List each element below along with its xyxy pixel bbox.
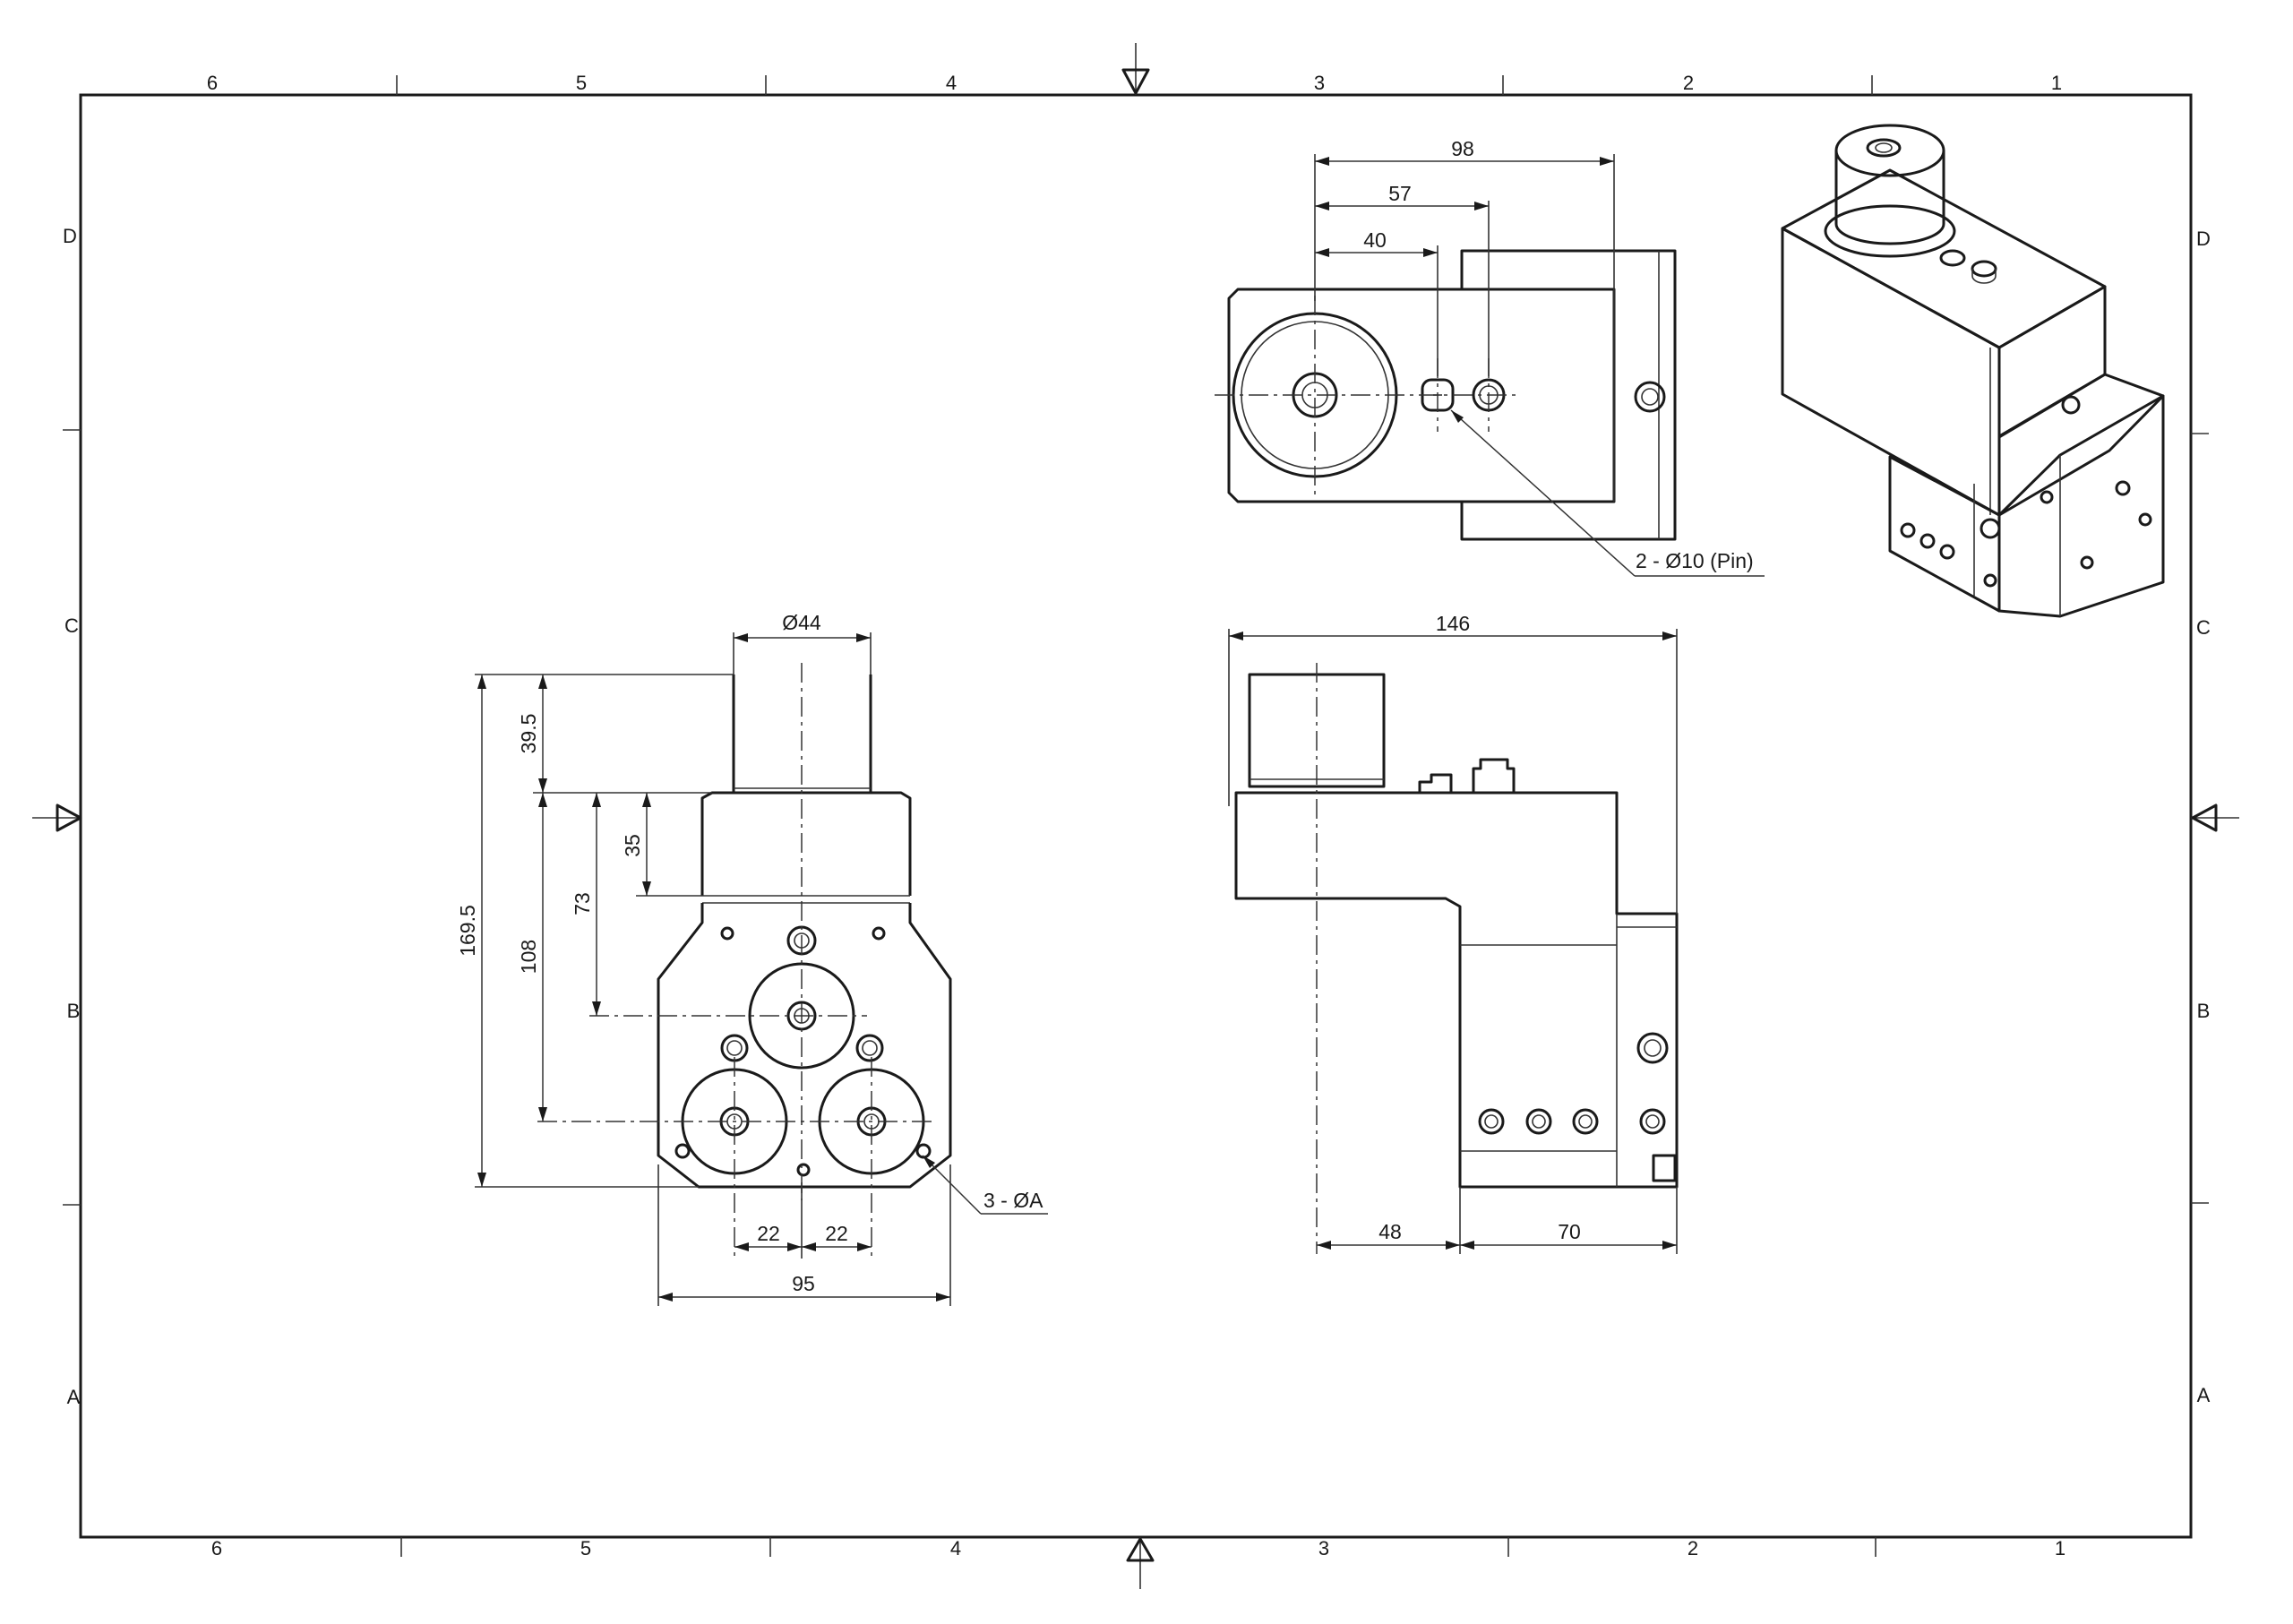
hole-callout: 3 - ØA xyxy=(983,1189,1043,1212)
isometric-view xyxy=(1781,124,2165,618)
zone-bottom-4: 4 xyxy=(950,1537,961,1560)
dim-169-5: 169.5 xyxy=(456,905,479,957)
zone-top-2: 2 xyxy=(1683,72,1694,94)
dim-146: 146 xyxy=(1436,612,1470,635)
dim-95: 95 xyxy=(792,1272,815,1295)
zone-left-A: A xyxy=(67,1386,81,1408)
zone-left-B: B xyxy=(67,1000,81,1022)
centering-mark-left xyxy=(32,803,82,832)
zone-right-A: A xyxy=(2197,1384,2211,1406)
zone-bottom-6: 6 xyxy=(211,1537,222,1560)
zone-left-D: D xyxy=(63,225,77,247)
zone-labels: 6 5 4 3 2 1 6 5 4 3 2 1 D C B A D C B A xyxy=(63,72,2211,1560)
dim-diameter-44: Ø44 xyxy=(782,611,821,634)
zone-right-D: D xyxy=(2196,228,2211,250)
zone-top-1: 1 xyxy=(2051,72,2062,94)
front-view: Ø44 39.5 169.5 108 73 35 22 22 xyxy=(456,611,1048,1306)
centering-mark-right xyxy=(2191,803,2239,832)
zone-top-6: 6 xyxy=(207,72,218,94)
dim-40: 40 xyxy=(1363,228,1387,252)
zone-bottom-1: 1 xyxy=(2055,1537,2065,1560)
dim-108: 108 xyxy=(517,940,540,974)
zone-bottom-3: 3 xyxy=(1318,1537,1329,1560)
zone-bottom-2: 2 xyxy=(1688,1537,1698,1560)
dim-39-5: 39.5 xyxy=(517,714,540,754)
zone-right-C: C xyxy=(2196,616,2211,639)
dim-73: 73 xyxy=(571,892,594,915)
zone-bottom-5: 5 xyxy=(580,1537,591,1560)
pin-callout: 2 - Ø10 (Pin) xyxy=(1636,549,1754,572)
side-view: 146 48 70 xyxy=(1228,612,1679,1254)
zone-left-C: C xyxy=(64,614,79,637)
centering-mark-top xyxy=(1121,43,1150,95)
zone-top-3: 3 xyxy=(1314,72,1325,94)
dim-98: 98 xyxy=(1451,137,1474,160)
top-view: 98 57 40 2 - Ø10 (Pin) xyxy=(1215,137,1765,577)
dim-35: 35 xyxy=(621,834,644,857)
dim-22-right: 22 xyxy=(825,1222,848,1245)
dim-48: 48 xyxy=(1378,1220,1402,1243)
dim-22-left: 22 xyxy=(757,1222,780,1245)
centering-mark-bottom xyxy=(1126,1537,1155,1589)
dim-70: 70 xyxy=(1558,1220,1581,1243)
dim-57: 57 xyxy=(1388,182,1412,205)
zone-top-4: 4 xyxy=(946,72,957,94)
zone-right-B: B xyxy=(2197,1000,2211,1022)
drawing-frame xyxy=(32,43,2239,1589)
zone-top-5: 5 xyxy=(576,72,587,94)
